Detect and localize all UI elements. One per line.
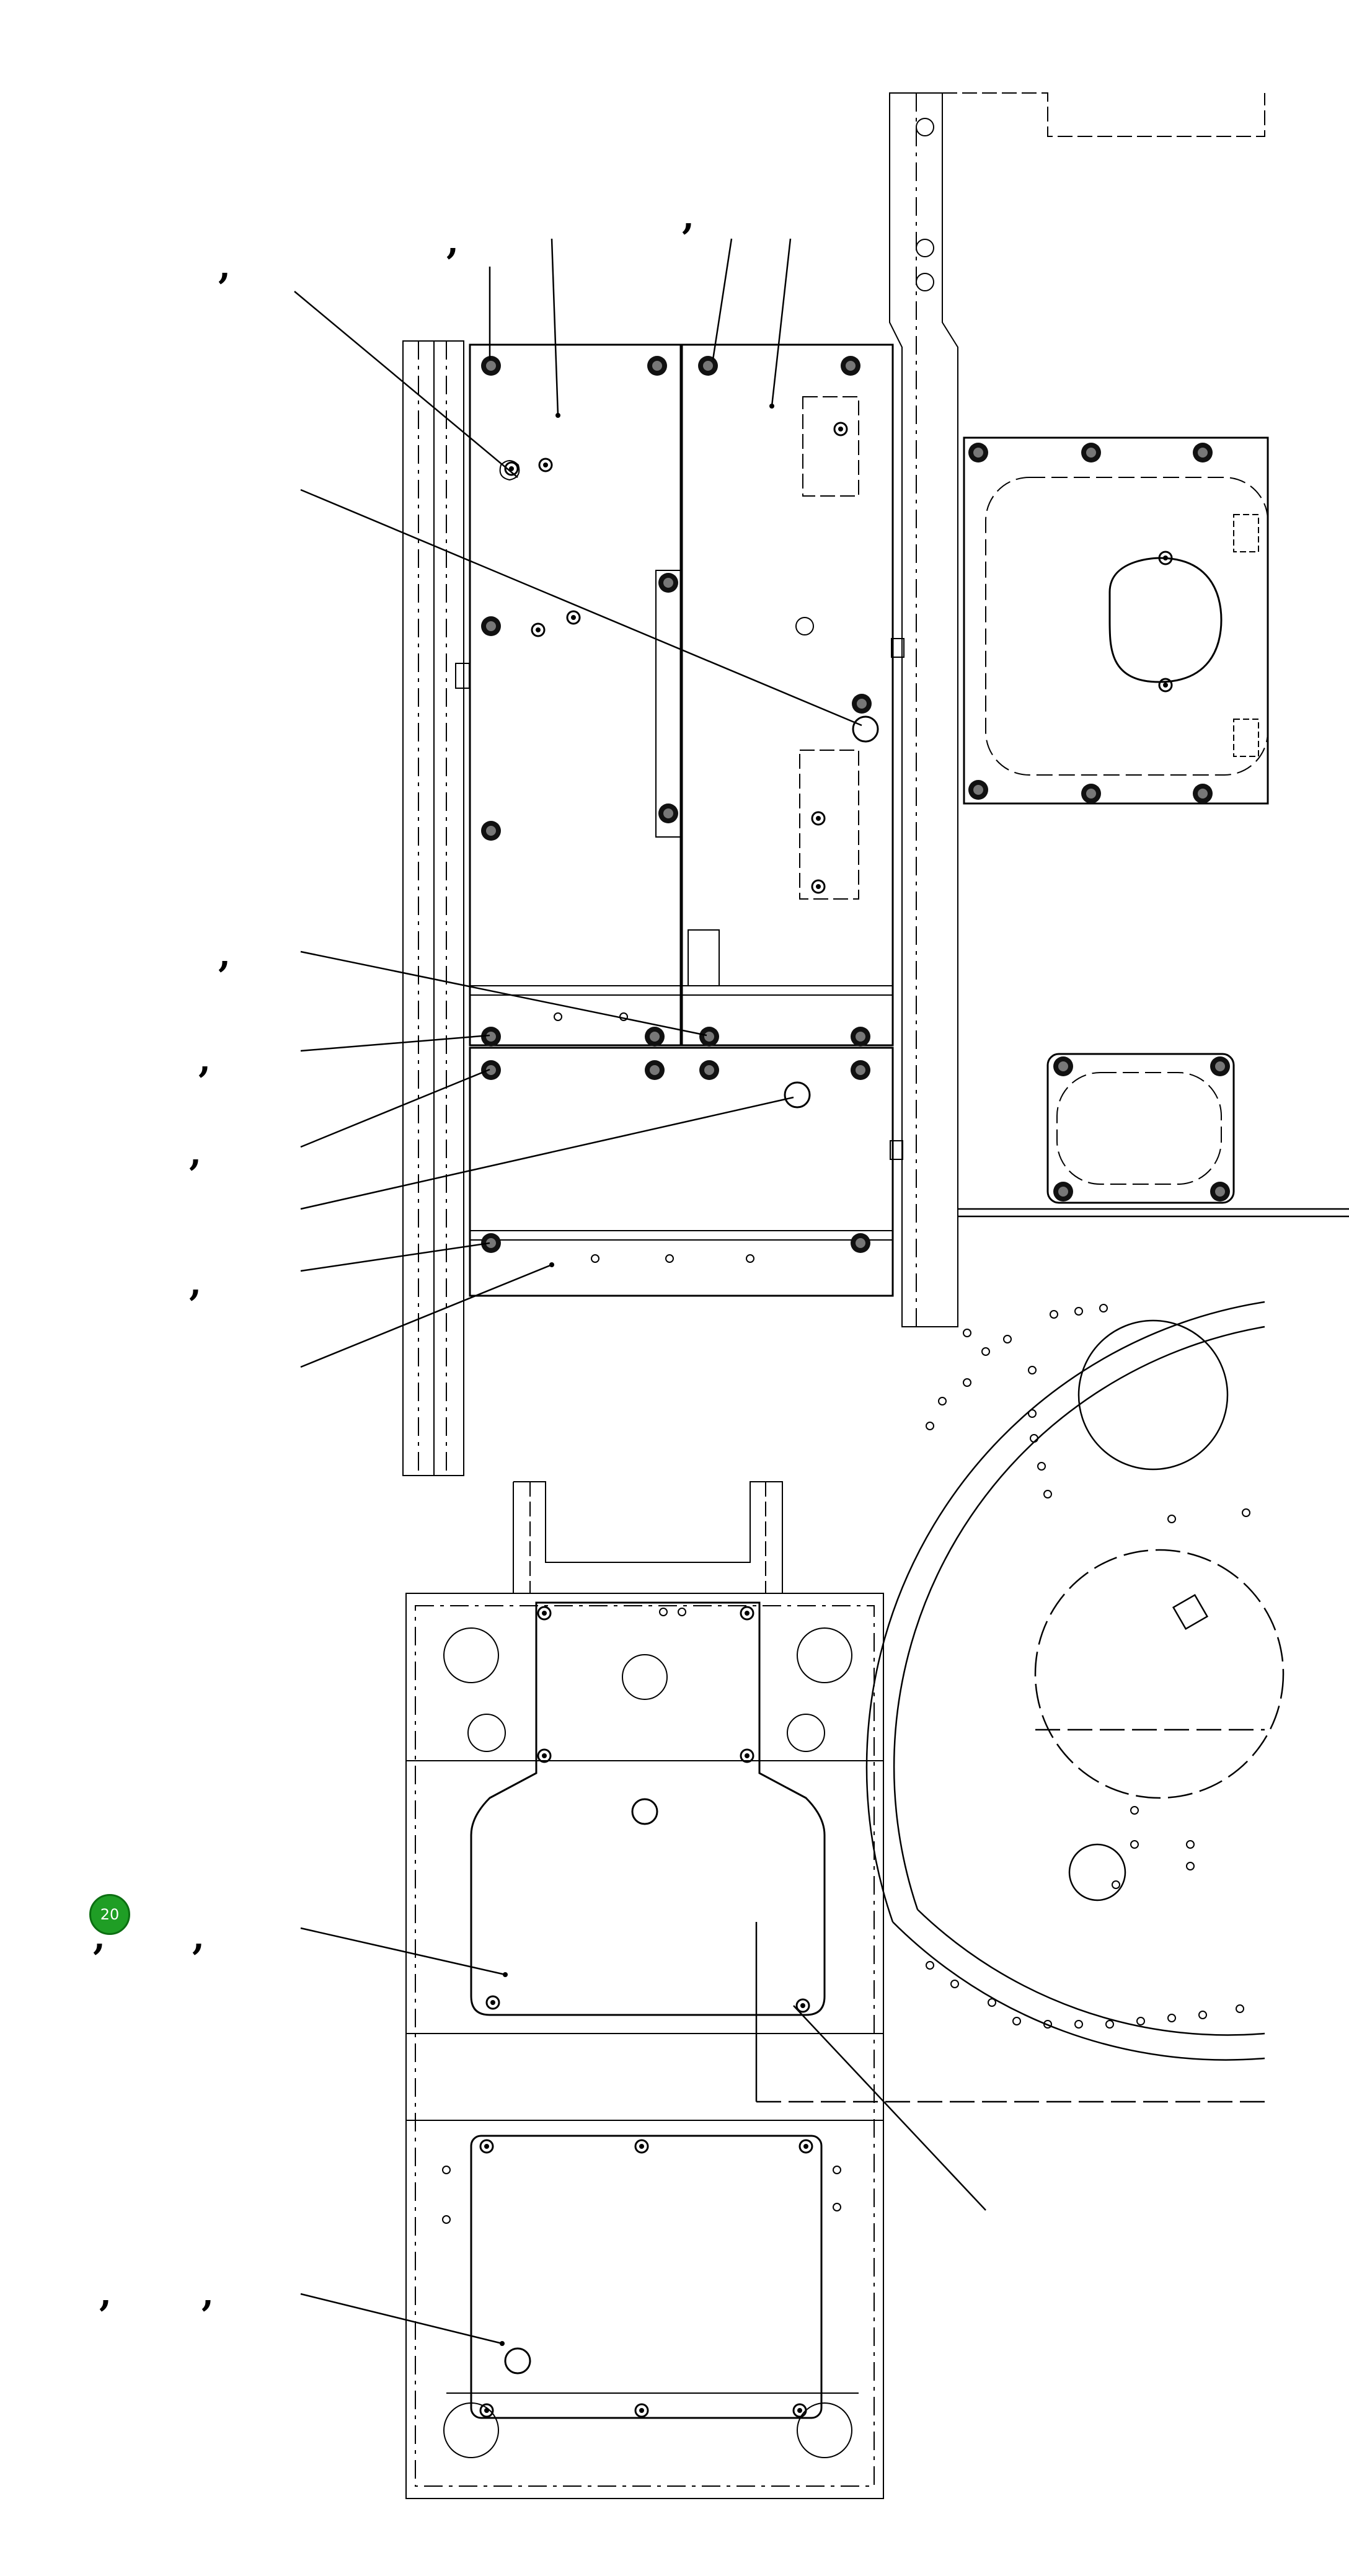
right-upper-plate: [963, 436, 1269, 805]
panel-upper-right: [681, 343, 904, 1047]
leader-lines: [294, 238, 986, 2345]
lower-plate-2: [446, 2135, 859, 2419]
callout-mark: ,: [99, 2272, 112, 2314]
callout-mark: ,: [218, 245, 231, 287]
lower-frame: [405, 1481, 884, 2499]
callout-mark: ,: [201, 2272, 215, 2314]
panel-upper-left-fasteners: [481, 356, 678, 1021]
callout-mark: ,: [198, 1038, 211, 1081]
callout-mark: ,: [218, 933, 231, 975]
middle-band-fasteners: [481, 1027, 870, 1263]
turntable-ring: [755, 1208, 1349, 2103]
callout-mark: ,: [189, 1131, 202, 1174]
lower-plate-2-fasteners: [442, 2139, 841, 2418]
turntable-holes: [926, 1304, 1250, 2029]
middle-band: [469, 1047, 903, 1297]
callout-mark: ,: [189, 1262, 202, 1304]
lower-plate-1: [470, 1601, 826, 2016]
small-square-plate: [1046, 1053, 1235, 1204]
left-rail: [402, 340, 470, 1476]
lower-plate-1-fasteners: [485, 1606, 810, 2013]
callout-mark: ,: [682, 195, 695, 237]
callout-mark: ,: [446, 220, 459, 262]
leader-arrowheads: [500, 404, 774, 2346]
panel-upper-right-fasteners: [698, 356, 872, 894]
step-badge: 20: [89, 1894, 130, 1935]
callout-mark: ,: [192, 1916, 205, 1958]
right-upper-plate-fasteners: [968, 443, 1213, 803]
center-beam: [889, 92, 1265, 1327]
